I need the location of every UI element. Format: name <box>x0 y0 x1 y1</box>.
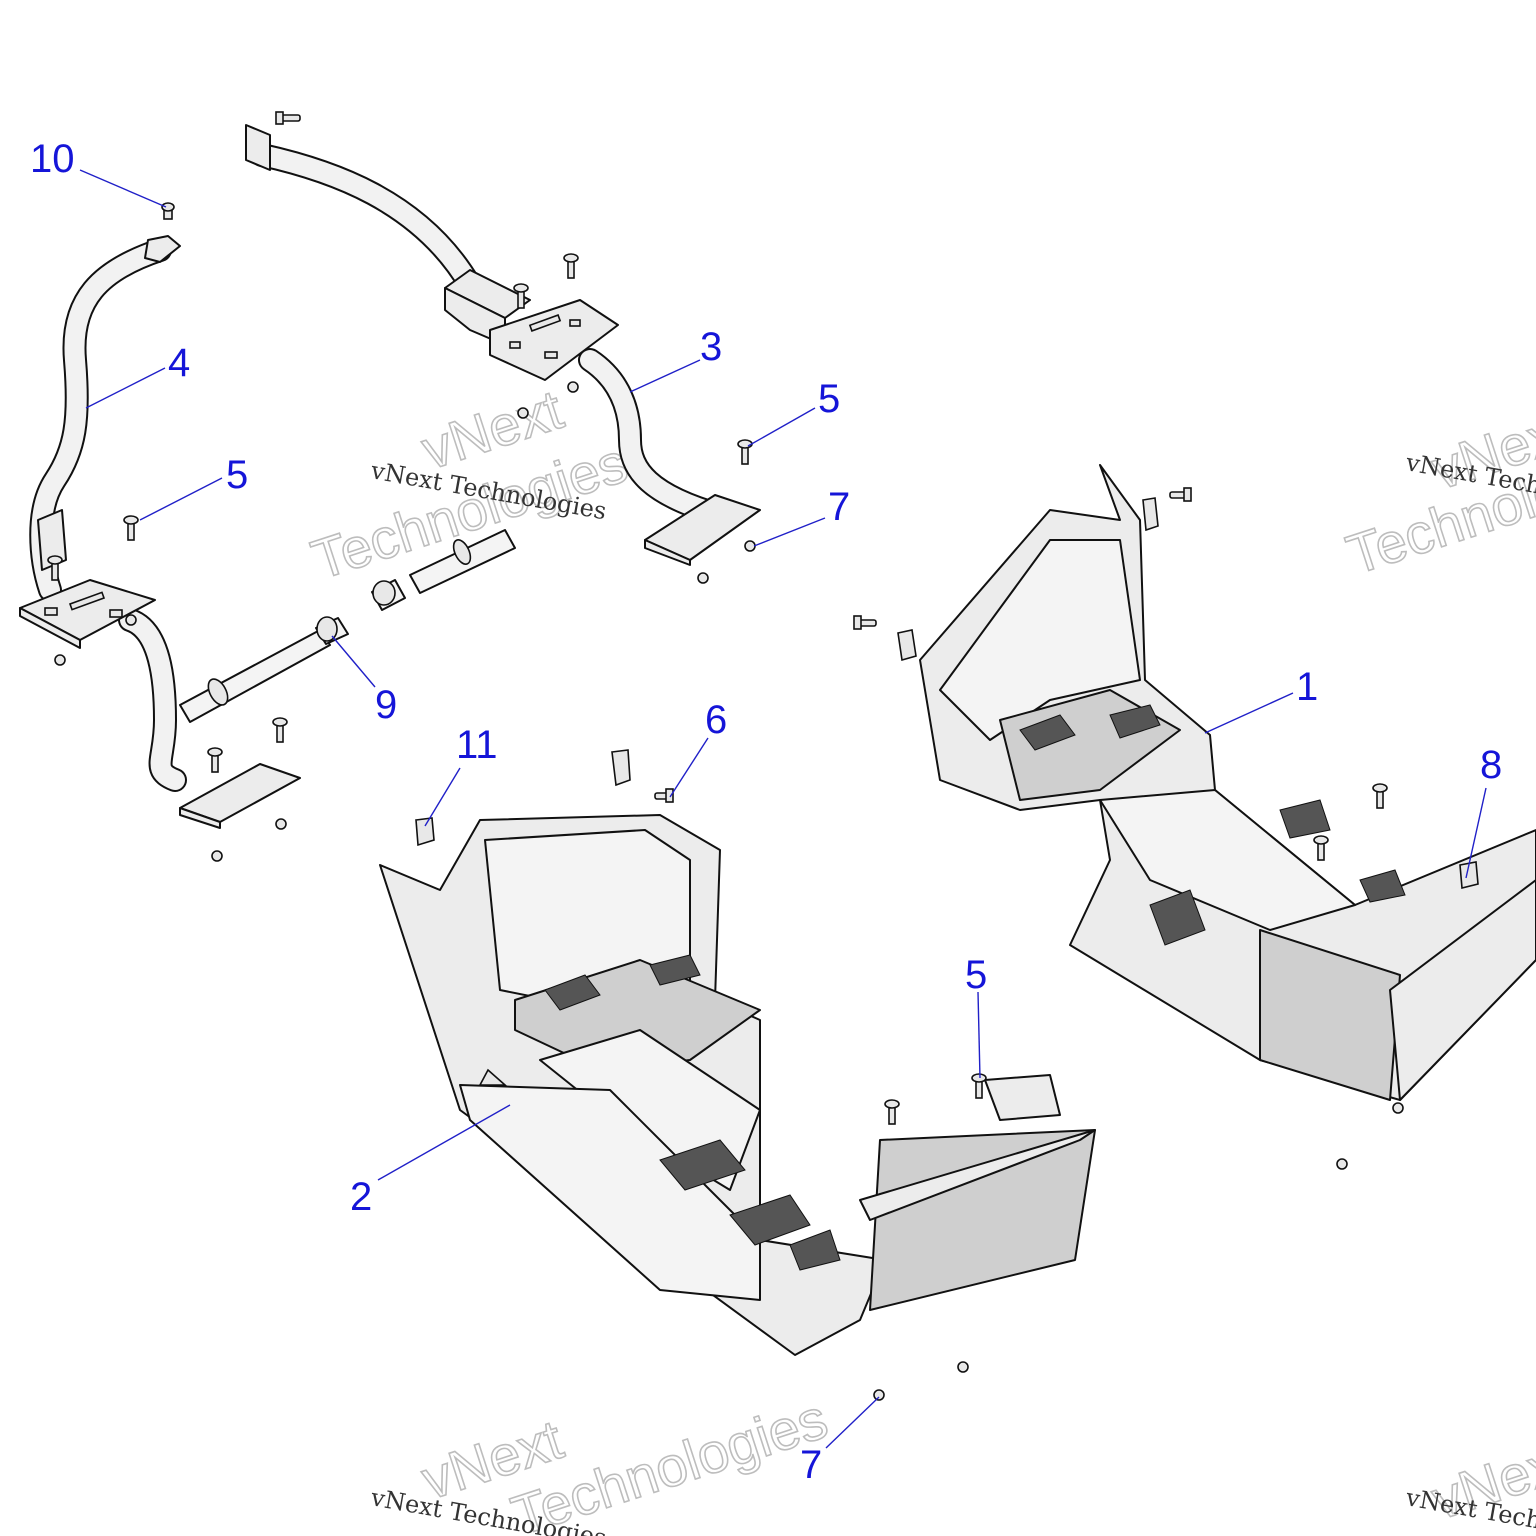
callout-7: 7 <box>800 1443 822 1487</box>
nut <box>211 850 223 862</box>
nut <box>1392 1102 1404 1114</box>
callout-9: 9 <box>375 683 397 727</box>
plate-slots <box>509 314 581 359</box>
callout-7: 7 <box>828 485 850 529</box>
hardware <box>47 111 1479 1401</box>
part-9-bushings <box>179 529 516 723</box>
callout-10: 10 <box>30 137 75 181</box>
leader-2 <box>377 1104 511 1181</box>
leader-lines <box>79 169 1487 1449</box>
callout-5: 5 <box>965 953 987 997</box>
clip <box>611 749 631 787</box>
leader-11 <box>424 767 461 827</box>
callout-8: 8 <box>1480 743 1502 787</box>
part-2-footwell <box>379 814 1096 1356</box>
leader-4 <box>85 367 166 409</box>
callout-1: 1 <box>1296 665 1318 709</box>
nut <box>957 1361 969 1373</box>
nut <box>744 540 756 552</box>
leader-10 <box>79 169 167 208</box>
nut <box>275 818 287 830</box>
nut <box>567 381 579 393</box>
clip <box>1142 497 1159 532</box>
leader-1 <box>1204 692 1294 734</box>
tread-grating <box>544 954 841 1271</box>
clip <box>1459 861 1479 890</box>
leader-8 <box>1465 787 1487 879</box>
callout-3: 3 <box>700 325 722 369</box>
nut <box>873 1389 885 1401</box>
screw <box>275 111 301 125</box>
callout-6: 6 <box>705 698 727 742</box>
part-4-bracket <box>19 235 301 829</box>
leader-7b <box>825 1396 880 1449</box>
watermark-top-right: vNext Technologies vNext Technologies <box>1338 396 1536 587</box>
screw <box>207 747 223 773</box>
screw <box>272 717 288 743</box>
screw <box>161 202 175 220</box>
part-3-bracket <box>245 124 761 566</box>
nut <box>1336 1158 1348 1170</box>
clip <box>897 629 917 662</box>
leader-6 <box>669 737 709 798</box>
tread-grating <box>1019 704 1406 946</box>
nut <box>517 407 529 419</box>
callout-11: 11 <box>456 723 498 767</box>
screw <box>853 615 877 630</box>
nut <box>125 614 137 626</box>
leader-5a <box>139 477 223 521</box>
leader-9 <box>331 635 376 688</box>
part-1-footwell <box>919 464 1536 1101</box>
leader-5b <box>747 407 816 447</box>
callout-5: 5 <box>818 377 840 421</box>
leader-7a <box>753 517 826 547</box>
leader-5c <box>977 991 981 1079</box>
nut <box>54 654 66 666</box>
screw <box>47 555 63 581</box>
screw <box>884 1099 900 1125</box>
callout-labels: 10 4 5 9 3 5 7 1 8 11 6 5 2 7 <box>30 137 1502 1487</box>
clip <box>415 817 435 847</box>
screw <box>563 253 579 279</box>
leader-3 <box>629 359 701 393</box>
nut <box>697 572 709 584</box>
watermark-bottom-center: vNext Technologies vNext Technologies <box>368 1386 835 1536</box>
screw <box>737 439 753 465</box>
screw <box>1169 487 1192 502</box>
screw <box>513 283 529 309</box>
screw <box>971 1073 987 1099</box>
screw <box>123 515 139 541</box>
screw <box>654 788 674 803</box>
callout-5: 5 <box>226 453 248 497</box>
watermark-bottom-right: vNext vNext Technologies <box>1403 1426 1536 1536</box>
screw <box>1372 783 1388 809</box>
callout-2: 2 <box>350 1175 372 1219</box>
plate-slots <box>44 591 123 618</box>
screw <box>1313 835 1329 861</box>
callout-4: 4 <box>168 341 190 385</box>
